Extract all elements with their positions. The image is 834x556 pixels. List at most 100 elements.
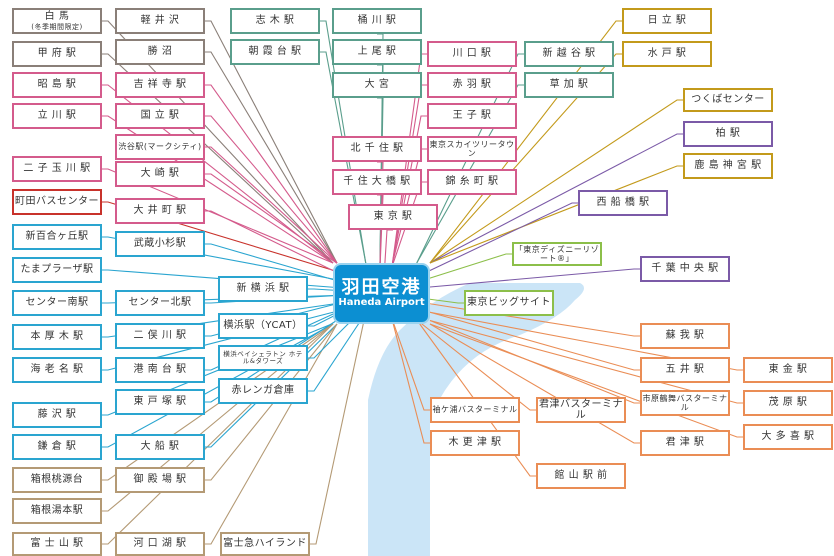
station-label: 西 船 橋 駅 [596,197,650,209]
station-soka[interactable]: 草 加 駅 [524,72,614,98]
station-disney[interactable]: 「東京ディズニーリゾート®」 [512,242,602,266]
station-tateyama[interactable]: 館 山 駅 前 [536,463,626,489]
route-line-karuizawa [205,20,338,264]
station-fujisawa[interactable]: 藤 沢 駅 [12,402,102,428]
station-osaki[interactable]: 大 崎 駅 [115,161,205,187]
station-label: 横浜駅（YCAT） [223,320,303,332]
station-label: 王 子 駅 [452,110,492,122]
route-line-akishima [102,84,334,264]
station-futamatagawa[interactable]: 二 俣 川 駅 [115,323,205,349]
station-tsukuba[interactable]: つくばセンター [683,88,773,112]
station-kofu[interactable]: 甲 府 駅 [12,41,102,67]
station-center_minami[interactable]: センター南駅 [12,290,102,316]
station-label: 国 立 駅 [140,110,180,122]
station-label: 大 船 駅 [140,441,180,453]
station-karuizawa[interactable]: 軽 井 沢 [115,8,205,34]
station-okegawa[interactable]: 桶 川 駅 [332,8,422,34]
station-honatsugi[interactable]: 本 厚 木 駅 [12,324,102,350]
station-otaki[interactable]: 大 多 喜 駅 [743,424,833,450]
station-shinkoshigaya[interactable]: 新 越 谷 駅 [524,41,614,67]
station-akarenga[interactable]: 赤レンガ倉庫 [218,378,308,404]
station-kinshicho[interactable]: 錦 糸 町 駅 [427,169,517,195]
station-kawaguchi[interactable]: 川 口 駅 [427,41,517,67]
station-label: 柏 駅 [715,128,741,140]
hub-name-en: Haneda Airport [338,297,425,309]
station-chibachuo[interactable]: 千 葉 中 央 駅 [640,256,730,282]
route-line-kisarazu [392,323,430,444]
station-sodegaura[interactable]: 袖ケ浦バスターミナル [430,397,520,423]
route-line-disney [413,253,512,284]
station-label: 朝 霞 台 駅 [248,46,302,58]
station-hakone_togendai[interactable]: 箱根桃源台 [12,467,102,493]
hub-haneda-airport[interactable]: 羽田空港 Haneda Airport [333,263,430,324]
station-asakadai[interactable]: 朝 霞 台 駅 [230,39,320,65]
station-fujisan[interactable]: 富 士 山 駅 [12,532,102,556]
station-kimitsu[interactable]: 君 津 駅 [640,430,730,456]
station-ycat[interactable]: 横浜駅（YCAT） [218,313,308,339]
route-line-machida [102,201,334,271]
station-musashikosugi[interactable]: 武蔵小杉駅 [115,231,205,257]
station-tamaplaza[interactable]: たまプラーザ駅 [12,257,102,283]
station-label: 富 士 山 駅 [30,538,84,550]
station-hakone_yumoto[interactable]: 箱根湯本駅 [12,498,102,524]
station-label: 二 子 玉 川 駅 [23,163,91,175]
station-ageo[interactable]: 上 尾 駅 [332,39,422,65]
route-line-hakuba [102,20,334,264]
station-gotemba[interactable]: 御 殿 場 駅 [115,467,205,493]
station-oji[interactable]: 王 子 駅 [427,103,517,129]
route-line-tsukuba [429,99,683,264]
station-fujikyu[interactable]: 富士急ハイランド [220,532,310,556]
station-kichijoji[interactable]: 吉 祥 寺 駅 [115,72,205,98]
station-kamakura[interactable]: 鎌 倉 駅 [12,434,102,460]
station-ebina[interactable]: 海 老 名 駅 [12,357,102,383]
route-line-ichiharatsurumai [429,319,640,404]
station-senjuohashi[interactable]: 千 住 大 橋 駅 [332,169,422,195]
station-akishima[interactable]: 昭 島 駅 [12,72,102,98]
station-akabane[interactable]: 赤 羽 駅 [427,72,517,98]
station-label: つくばセンター [691,94,765,106]
station-kitasenju[interactable]: 北 千 住 駅 [332,136,422,162]
station-yokohama_hotels[interactable]: 横浜ベイシェラトン ホテル&タワーズ [218,345,308,371]
station-omiya[interactable]: 大 宮 [332,72,422,98]
station-shinyurigaoka[interactable]: 新百合ヶ丘駅 [12,224,102,250]
station-label: センター南駅 [25,297,89,309]
station-hitachi[interactable]: 日 立 駅 [622,8,712,34]
station-skytree[interactable]: 東京スカイツリータウン [427,136,517,162]
station-kawaguchiko[interactable]: 河 口 湖 駅 [115,532,205,556]
station-label: 鎌 倉 駅 [37,441,77,453]
station-higashitotsuka[interactable]: 東 戸 塚 駅 [115,389,205,415]
station-katsunuma[interactable]: 勝 沼 [115,39,205,65]
station-bigsight[interactable]: 東京ビッグサイト [464,290,554,316]
route-line-shibuya [205,146,338,264]
station-tokyo[interactable]: 東 京 駅 [348,204,438,230]
station-soga[interactable]: 蘇 我 駅 [640,323,730,349]
station-shibuya[interactable]: 渋谷駅(マークシティ) [115,134,205,160]
station-ichiharatsurumai[interactable]: 市原鶴舞バスターミナル [640,390,730,416]
station-goi[interactable]: 五 井 駅 [640,357,730,383]
station-kisarazu[interactable]: 木 更 津 駅 [430,430,520,456]
station-label: センター北駅 [128,297,192,309]
station-kimitsu_bt[interactable]: 君津バスターミナル [536,397,626,423]
station-tachikawa[interactable]: 立 川 駅 [12,103,102,129]
station-label: 東 京 駅 [373,211,413,223]
station-oimachi[interactable]: 大 井 町 駅 [115,198,205,224]
station-konandai[interactable]: 港 南 台 駅 [115,357,205,383]
route-line-nishifunabashi [429,202,578,271]
station-togane[interactable]: 東 金 駅 [743,357,833,383]
station-mito[interactable]: 水 戸 駅 [622,41,712,67]
station-futakotamagawa[interactable]: 二 子 玉 川 駅 [12,156,102,182]
station-ofuna[interactable]: 大 船 駅 [115,434,205,460]
station-nishifunabashi[interactable]: 西 船 橋 駅 [578,190,668,216]
station-center_kita[interactable]: センター北駅 [115,290,205,316]
route-line-chibachuo [429,268,640,288]
station-kunitachi[interactable]: 国 立 駅 [115,103,205,129]
station-shinyokohama[interactable]: 新 横 浜 駅 [218,276,308,302]
station-mobara[interactable]: 茂 原 駅 [743,390,833,416]
station-kashiwa[interactable]: 柏 駅 [683,121,773,147]
station-shiki[interactable]: 志 木 駅 [230,8,320,34]
station-hakuba[interactable]: 白 馬(冬季期間限定) [12,8,102,34]
station-machida[interactable]: 町田バスセンター [12,189,102,215]
station-kashimajingu[interactable]: 鹿 島 神 宮 駅 [683,153,773,179]
route-line-soka [416,84,524,264]
route-line-kichijoji [205,84,338,264]
